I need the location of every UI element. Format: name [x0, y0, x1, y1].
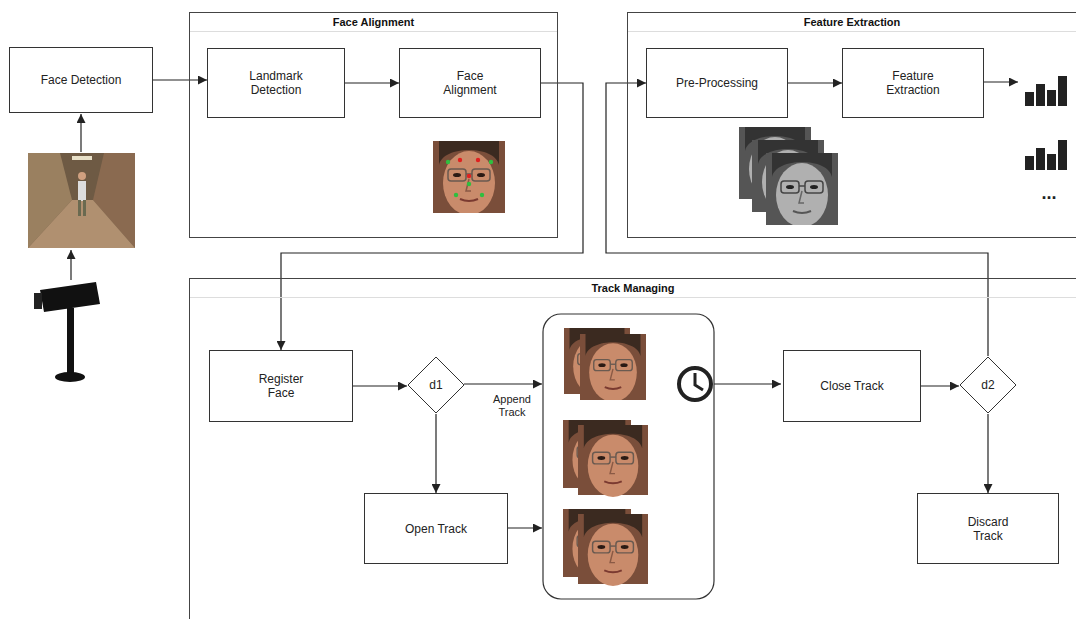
ellipsis-label: ... — [1032, 186, 1066, 201]
panel-title: Feature Extraction — [628, 13, 1076, 32]
box-label: Pre-Processing — [676, 76, 758, 90]
stage-panel: Face AlignmentLandmark DetectionFace Ali… — [189, 12, 558, 238]
landmark-dot — [467, 174, 471, 178]
camera-lens — [34, 293, 42, 309]
photo-person — [78, 200, 81, 216]
landmark-face — [433, 141, 505, 215]
flow-connector — [921, 385, 959, 386]
histogram-bar — [1025, 156, 1034, 170]
process-box: Face Alignment — [399, 48, 541, 118]
track-store — [543, 314, 714, 599]
flow-connector — [606, 83, 988, 356]
stage-panel: Track ManagingRegister Face d1Open Track C… — [189, 278, 1076, 619]
camera-base — [55, 372, 85, 382]
photo-floor — [28, 200, 135, 248]
flow-arrow — [464, 383, 542, 384]
histogram-bar — [1025, 92, 1034, 106]
box-label: Register Face — [246, 372, 316, 400]
landmark-dot — [480, 193, 484, 197]
decision-diamond: d1 — [407, 356, 465, 414]
landmark-dot — [467, 182, 471, 186]
face-photo — [580, 334, 646, 402]
face-photo — [766, 153, 838, 227]
landmark-dot — [446, 160, 450, 164]
photo-person — [78, 172, 86, 180]
histogram-bar — [1036, 148, 1045, 170]
process-box: Close Track — [783, 350, 921, 422]
flow-arrow — [714, 383, 781, 384]
histogram-bar — [1058, 140, 1067, 170]
track-container — [543, 314, 714, 599]
landmark-dot — [454, 193, 458, 197]
panel-title: Track Managing — [190, 279, 1076, 298]
photo-person — [78, 181, 86, 201]
face-photo — [433, 141, 505, 215]
flow-connector — [435, 414, 436, 493]
process-box: Feature Extraction — [842, 48, 984, 118]
panel-title: Face Alignment — [190, 13, 557, 32]
photo-light — [72, 156, 92, 160]
histogram-bar — [1058, 76, 1067, 106]
feature-histogram — [1025, 76, 1067, 170]
box-label: Landmark Detection — [241, 69, 311, 97]
flow-arrow — [507, 527, 542, 528]
box-label: Close Track — [820, 379, 883, 393]
box-label: Discard Track — [953, 515, 1023, 543]
flow-connector — [353, 385, 407, 386]
flow-connector — [987, 414, 988, 493]
histogram-bar — [1047, 90, 1056, 106]
process-box: Pre-Processing — [646, 48, 788, 118]
process-box: Register Face — [209, 350, 353, 422]
process-box: Open Track — [364, 493, 508, 564]
diamond-shape — [960, 357, 1016, 413]
process-box: Landmark Detection — [207, 48, 345, 118]
box-label: d2 — [981, 378, 994, 392]
flow-arrow — [80, 114, 81, 152]
flow-connector — [345, 82, 399, 83]
flow-arrow — [983, 81, 1018, 82]
photo-ground — [28, 153, 135, 248]
box-label: d1 — [429, 378, 442, 392]
face-photo — [578, 425, 648, 497]
grayscale-face-stack — [739, 127, 838, 227]
face-photo — [578, 514, 648, 586]
landmark-dot — [458, 158, 462, 162]
clock-icon — [679, 368, 711, 400]
edge-label: Append Track — [483, 392, 541, 420]
flow-arrow — [70, 250, 71, 280]
photo-person — [83, 200, 86, 216]
process-box: Face Detection — [9, 47, 153, 113]
camera-body — [40, 282, 100, 312]
flow-connector — [153, 79, 207, 80]
box-label: Open Track — [405, 522, 467, 536]
decision-diamond: d2 — [959, 356, 1017, 414]
diamond-shape — [408, 357, 464, 413]
box-label: Face Alignment — [435, 69, 505, 97]
process-box: Discard Track — [917, 493, 1059, 564]
camera-stand — [67, 308, 74, 374]
histogram-bar — [1036, 84, 1045, 106]
landmark-dot — [489, 160, 493, 164]
camera-icon — [34, 282, 100, 382]
clock-hands — [695, 373, 703, 390]
landmark-dot — [476, 158, 480, 162]
flow-connector — [788, 82, 842, 83]
box-label: Face Detection — [41, 73, 122, 87]
histogram-bar — [1047, 154, 1056, 170]
corridor-photo — [28, 153, 135, 248]
stage-panel: Feature ExtractionPre-ProcessingFeature … — [627, 12, 1076, 238]
flow-connector — [281, 83, 583, 350]
box-label: Feature Extraction — [878, 69, 948, 97]
